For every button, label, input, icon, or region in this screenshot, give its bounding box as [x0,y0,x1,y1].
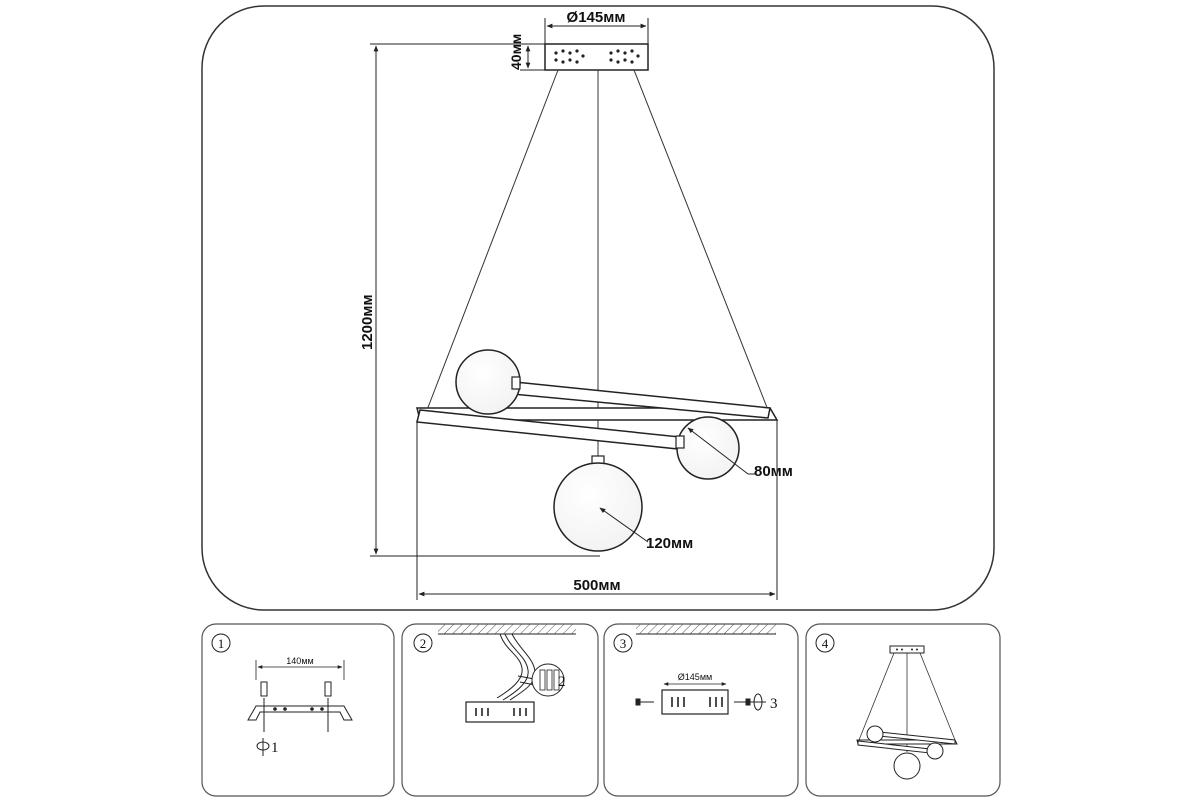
rotate-icon [750,693,766,711]
canopy-diameter-label: Ø145мм [567,9,626,26]
width-dimension: 500мм [416,420,778,600]
step-3-panel: 3 Ø145мм 3 [603,623,799,797]
screw-icon-left [260,681,268,732]
step-2-panel: 2 2 [401,623,599,797]
step-1-number: 1 [218,636,225,651]
side-screw-right-icon [734,698,751,706]
step-1-screw-label: 1 [271,740,279,756]
mounting-bracket [247,705,353,721]
large-globe [553,455,643,552]
total-height-dimension: 1200мм [359,43,600,557]
lamp-frame [416,381,779,450]
ceiling-hatch [438,624,576,635]
side-screw-left-icon [635,698,654,706]
small-globe-left [455,349,521,415]
small-globe-right [675,416,740,480]
step-2-number: 2 [420,636,427,651]
step-3-dimension: Ø145мм [678,672,712,682]
width-label: 500мм [573,577,620,594]
step-1-panel: 1 140мм 1 [201,623,395,797]
ceiling-hatch [636,624,776,635]
step-4-panel: 4 [805,623,1001,797]
large-globe-dimension: 120мм [599,507,693,552]
canopy-height-label: 40мм [508,34,524,70]
step-1-dimension: 140мм [286,656,313,666]
main-panel-border [201,5,995,611]
canopy-height-dimension: 40мм [508,34,545,71]
rotate-icon [256,738,270,756]
total-height-label: 1200мм [359,294,376,350]
screw-icon-right [324,681,332,732]
assembled-lamp [856,645,958,780]
step-2-connector-label: 2 [558,674,566,690]
canopy-box [661,689,729,715]
step-4-number: 4 [822,636,829,651]
wires [496,633,541,701]
step-3-number: 3 [620,636,627,651]
canopy-diameter-dimension: Ø145мм [544,9,649,44]
small-globe-label: 80мм [754,463,793,480]
canopy [544,43,649,71]
large-globe-label: 120мм [646,535,693,552]
connector-detail [531,663,565,697]
canopy-box [465,701,535,723]
main-drawing-panel: Ø145мм 40мм 1200мм [201,5,995,611]
small-globe-dimension: 80мм [687,427,793,480]
step-3-screw-label: 3 [770,696,778,712]
